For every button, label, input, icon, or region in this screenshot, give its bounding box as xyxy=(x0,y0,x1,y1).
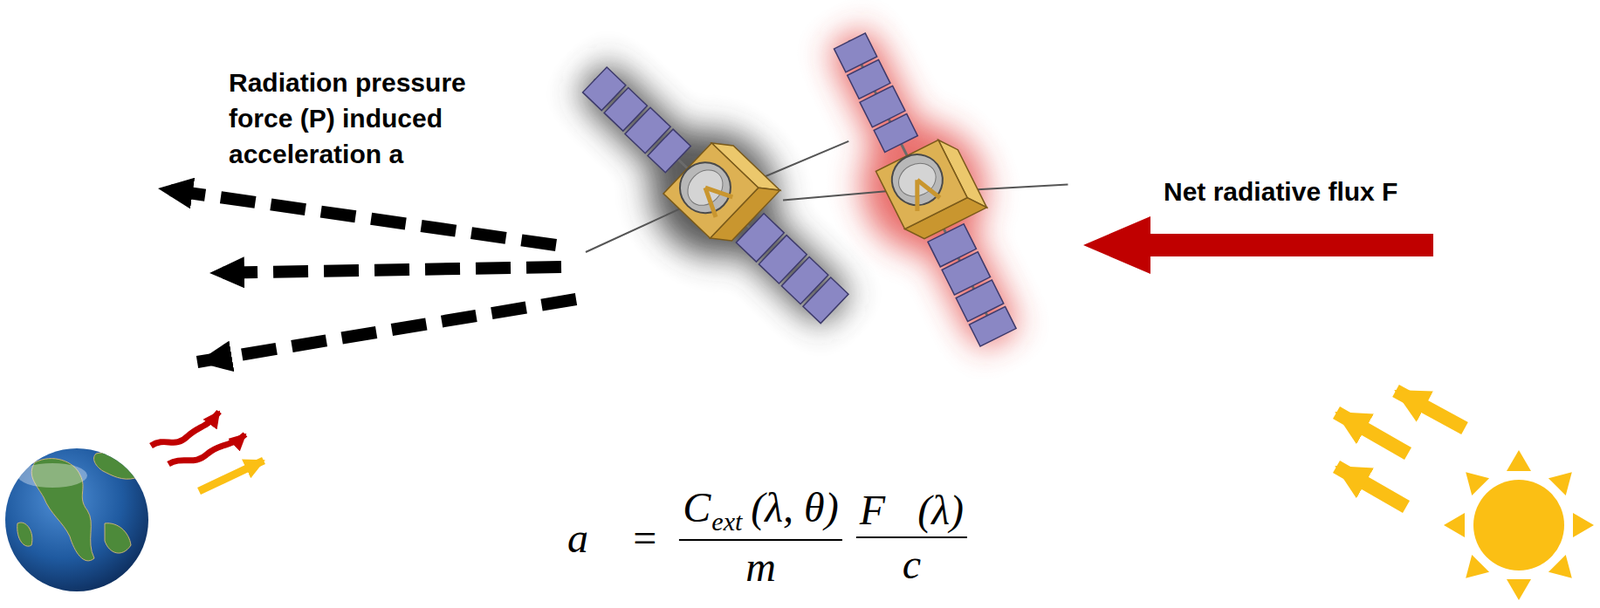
denominator: c xyxy=(856,536,968,590)
force-label: Radiation pressure force (P) induced acc… xyxy=(228,64,526,172)
fraction: Cext (λ, θ) m xyxy=(679,483,842,592)
equation: a⃗= Cext (λ, θ) m F⃗(λ) c xyxy=(567,483,975,592)
equation-lhs: a⃗= xyxy=(567,514,673,563)
equation-symbol: C xyxy=(682,484,711,531)
earth xyxy=(5,448,149,592)
flux-arrow xyxy=(1083,216,1434,275)
denominator: m xyxy=(679,539,842,592)
equals-sign: = xyxy=(632,514,657,563)
equation-symbol: a⃗ xyxy=(567,514,621,563)
acceleration-arrows xyxy=(157,188,577,363)
numerator: F⃗(λ) xyxy=(856,486,968,537)
fraction: F⃗(λ) c xyxy=(856,486,968,590)
sunlight-arrows xyxy=(1336,391,1465,508)
subscript: ext xyxy=(711,507,742,536)
equation-symbol: c xyxy=(902,541,921,588)
numerator: Cext (λ, θ) xyxy=(679,483,842,540)
satellite xyxy=(732,0,1116,397)
equation-symbol: F⃗(λ) xyxy=(859,487,964,534)
label-box: Radiation pressure force (P) induced acc… xyxy=(228,64,526,172)
equation-argument: (λ, θ) xyxy=(750,484,838,531)
flux-label: Net radiative flux F xyxy=(1163,175,1398,209)
sun xyxy=(1443,450,1594,601)
earth-radiation xyxy=(151,412,264,492)
label-box: Net radiative flux F xyxy=(1163,175,1398,209)
equation-symbol: m xyxy=(745,543,776,591)
